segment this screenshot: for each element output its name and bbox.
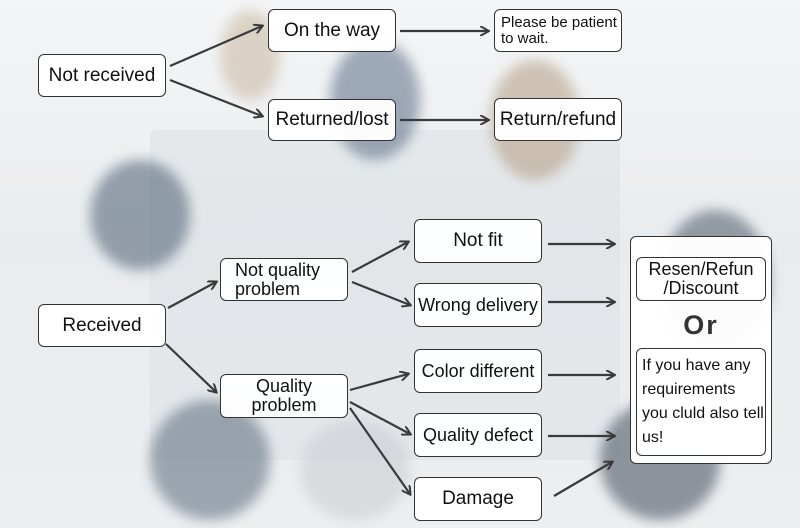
node-label: On the way (283, 19, 381, 41)
node-resend-refund-discount: Resen/Refun /Discount (636, 257, 766, 301)
node-damage: Damage (414, 477, 542, 521)
arrow (351, 242, 408, 273)
node-label: Not fit (453, 230, 503, 252)
node-return-refund: Return/refund (494, 98, 622, 141)
node-label: Received (62, 314, 142, 336)
arrow (169, 26, 262, 68)
arrow (349, 401, 410, 434)
node-not-quality-problem: Not quality problem (220, 258, 348, 301)
node-returned-lost: Returned/lost (268, 99, 396, 141)
node-label: Quality defect (422, 424, 534, 445)
node-received: Received (38, 304, 166, 347)
arrow (349, 374, 408, 392)
node-not-fit: Not fit (414, 219, 542, 263)
node-quality-problem: Quality problem (220, 374, 348, 418)
arrow (349, 407, 410, 494)
node-label: Return/refund (499, 108, 617, 130)
node-label: Damage (442, 488, 514, 510)
arrow (351, 280, 410, 305)
node-label: Quality problem (251, 376, 317, 415)
arrow (165, 343, 216, 392)
node-label: Returned/lost (275, 109, 389, 131)
node-label: Resen/Refun /Discount (648, 259, 754, 298)
node-label: Please be patient to wait. (501, 13, 617, 47)
background-person (300, 420, 410, 520)
node-wrong-delivery: Wrong delivery (414, 283, 542, 327)
node-label: If you have any requirements you cluld a… (642, 357, 764, 446)
arrow (169, 78, 262, 116)
node-not-received: Not received (38, 54, 166, 97)
background-person (150, 400, 270, 520)
node-quality-defect: Quality defect (414, 413, 542, 457)
node-label: Not quality problem (235, 259, 321, 299)
arrow (553, 462, 612, 497)
node-requirements: If you have any requirements you cluld a… (636, 348, 766, 456)
node-please-wait: Please be patient to wait. (494, 9, 622, 52)
node-on-the-way: On the way (268, 9, 396, 52)
arrow (167, 282, 216, 309)
node-label: Wrong delivery (418, 294, 538, 315)
node-label: Color different (421, 360, 535, 381)
or-label: Or (683, 310, 719, 340)
background-person (90, 160, 190, 270)
node-label: Not received (48, 64, 156, 86)
node-color-different: Color different (414, 349, 542, 393)
